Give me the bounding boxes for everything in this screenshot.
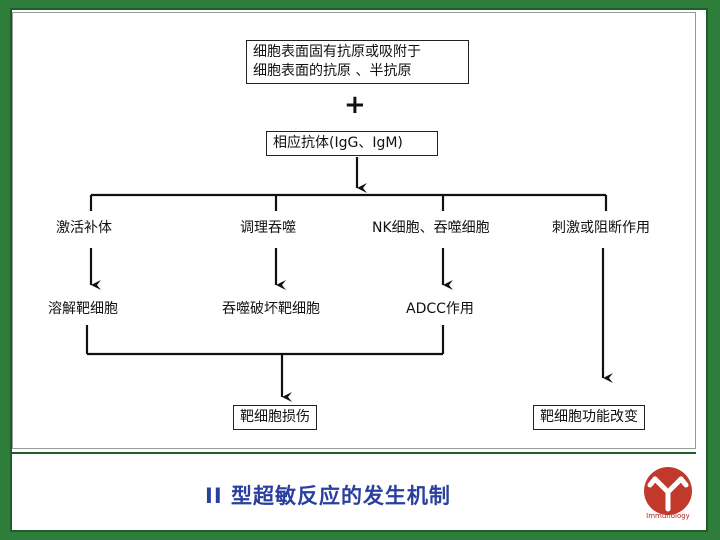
slide-title: II 型超敏反应的发生机制	[205, 484, 451, 508]
source-antigen-box: 细胞表面固有抗原或吸附于 细胞表面的抗原 、半抗原	[246, 40, 469, 84]
immunology-logo-icon	[644, 467, 692, 515]
effect-adcc: ADCC作用	[406, 301, 474, 317]
mechanism-nk-phagocyte: NK细胞、吞噬细胞	[372, 220, 490, 236]
outcome-damage-box: 靶细胞损伤	[233, 405, 317, 430]
source-line-2: 细胞表面的抗原 、半抗原	[253, 63, 412, 79]
source-line-1: 细胞表面固有抗原或吸附于	[253, 44, 421, 60]
outcome-function-change-box: 靶细胞功能改变	[533, 405, 645, 430]
plus-sign: +	[344, 90, 366, 120]
antibody-box: 相应抗体(IgG、IgM)	[266, 131, 438, 156]
diagram-panel	[12, 12, 696, 449]
mechanism-complement: 激活补体	[56, 220, 112, 236]
mechanism-opsonization: 调理吞噬	[240, 220, 296, 236]
effect-lysis: 溶解靶细胞	[48, 301, 118, 317]
mechanism-stimulate-block: 刺激或阻断作用	[552, 220, 650, 236]
logo-caption: Immunology	[646, 512, 690, 520]
footer-divider	[12, 452, 696, 454]
effect-phagocytic-destruction: 吞噬破坏靶细胞	[222, 301, 320, 317]
